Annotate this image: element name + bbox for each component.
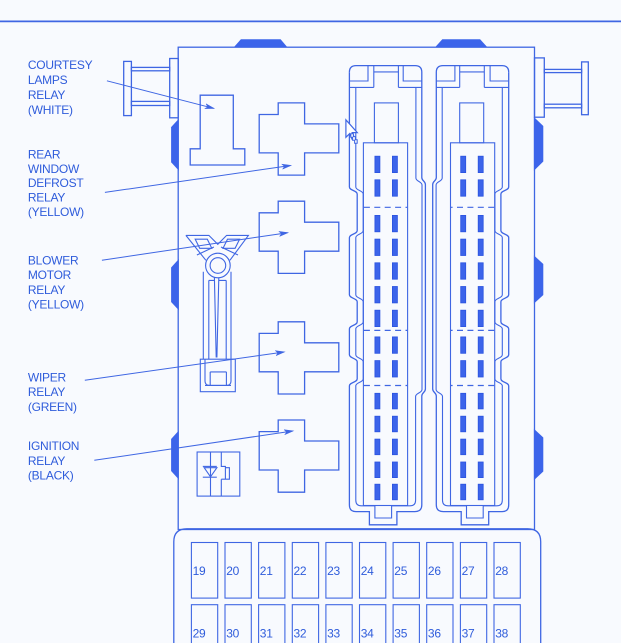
svg-text:21: 21 <box>260 564 273 578</box>
svg-text:27: 27 <box>462 564 475 578</box>
svg-text:(BLACK): (BLACK) <box>28 469 74 483</box>
svg-text:32: 32 <box>294 626 307 640</box>
svg-text:37: 37 <box>462 626 475 640</box>
svg-text:WIPER: WIPER <box>28 370 67 384</box>
svg-text:22: 22 <box>294 564 307 578</box>
svg-text:(YELLOW): (YELLOW) <box>28 298 84 312</box>
svg-text:34: 34 <box>361 626 374 640</box>
svg-text:COURTESY: COURTESY <box>28 58 93 72</box>
svg-text:RELAY: RELAY <box>28 454 65 468</box>
svg-text:24: 24 <box>361 564 374 578</box>
svg-text:30: 30 <box>226 626 239 640</box>
svg-text:RELAY: RELAY <box>28 385 65 399</box>
svg-text:REAR: REAR <box>28 148 61 162</box>
svg-text:26: 26 <box>428 564 441 578</box>
svg-text:38: 38 <box>495 626 508 640</box>
svg-text:36: 36 <box>428 626 441 640</box>
svg-text:RELAY: RELAY <box>28 191 65 205</box>
svg-text:DEFROST: DEFROST <box>28 176 85 190</box>
svg-text:(WHITE): (WHITE) <box>28 103 73 117</box>
svg-text:WINDOW: WINDOW <box>28 162 80 176</box>
svg-text:20: 20 <box>226 564 239 578</box>
svg-text:33: 33 <box>327 626 340 640</box>
svg-text:28: 28 <box>495 564 508 578</box>
svg-text:BLOWER: BLOWER <box>28 253 79 267</box>
svg-text:25: 25 <box>394 564 407 578</box>
svg-text:MOTOR: MOTOR <box>28 268 72 282</box>
svg-text:RELAY: RELAY <box>28 283 65 297</box>
svg-text:23: 23 <box>327 564 340 578</box>
svg-text:(GREEN): (GREEN) <box>28 400 77 414</box>
svg-text:RELAY: RELAY <box>28 88 65 102</box>
svg-text:31: 31 <box>260 626 273 640</box>
svg-text:(YELLOW): (YELLOW) <box>28 205 84 219</box>
svg-text:29: 29 <box>193 626 206 640</box>
svg-text:LAMPS: LAMPS <box>28 73 68 87</box>
svg-text:19: 19 <box>193 564 206 578</box>
svg-text:IGNITION: IGNITION <box>28 439 79 453</box>
svg-text:35: 35 <box>394 626 407 640</box>
